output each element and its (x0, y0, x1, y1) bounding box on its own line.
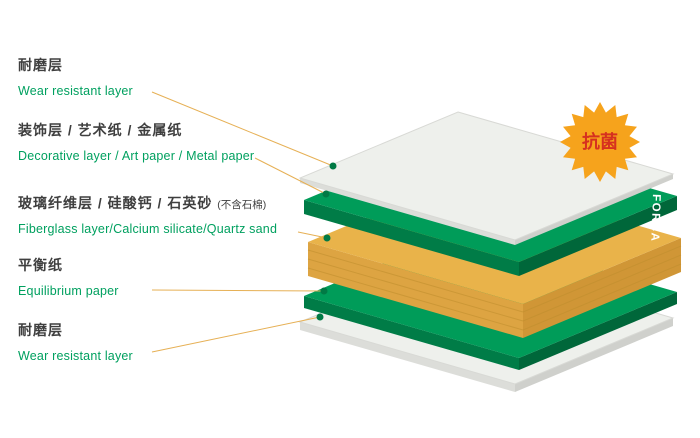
right-face (519, 292, 677, 370)
left-face (304, 200, 519, 276)
layer-dot-wear-resistant-top (329, 162, 337, 170)
lamination-line (307, 267, 524, 331)
leader-line-wear-resistant-bottom (151, 316, 321, 353)
lamination-line (522, 245, 682, 313)
right-face (515, 174, 673, 245)
label-block-wear-resistant-top: 耐磨层 Wear resistant layer (18, 55, 133, 98)
label-cn-text: 玻璃纤维层 / 硅酸钙 / 石英砂 (不含石棉) (18, 193, 277, 213)
leader-line-equilibrium (151, 289, 325, 292)
right-face (515, 318, 673, 392)
label-cn-text: 装饰层 / 艺术纸 / 金属纸 (18, 122, 183, 138)
lamination-line (522, 254, 682, 322)
label-cn-text: 耐磨层 (18, 57, 63, 73)
label-cn-main: 玻璃纤维层 / 硅酸钙 / 石英砂 (18, 195, 213, 211)
leader-line-decorative (254, 157, 327, 195)
label-cn-text: 耐磨层 (18, 322, 63, 338)
left-face (300, 178, 515, 245)
label-en-text: Wear resistant layer (18, 84, 133, 98)
label-cn-text: 平衡纸 (18, 257, 63, 273)
layer-dot-decorative (322, 190, 330, 198)
right-face (519, 196, 677, 276)
label-en-text: Fiberglass layer/Calcium silicate/Quartz… (18, 222, 278, 236)
leader-line-wear-resistant-top (151, 91, 334, 167)
layer-dot-fiberglass-core (323, 234, 331, 242)
label-en-text: Decorative layer / Art paper / Metal pap… (18, 149, 255, 163)
starburst-shape (560, 102, 640, 182)
lamination-line (307, 258, 524, 322)
leader-line-fiberglass-core (297, 231, 328, 239)
lamination-line (307, 249, 524, 313)
label-block-fiberglass-core: 玻璃纤维层 / 硅酸钙 / 石英砂 (不含石棉) Fiberglass laye… (18, 193, 277, 236)
left-face (300, 322, 515, 392)
label-block-decorative: 装饰层 / 艺术纸 / 金属纸 Decorative layer / Art p… (18, 120, 254, 163)
lamination-line (522, 263, 682, 331)
brand-logo-text: FORCA (648, 194, 662, 243)
layer-wear-resistant-top (298, 111, 675, 245)
label-en-text: Wear resistant layer (18, 349, 133, 363)
label-cn-note: (不含石棉) (217, 199, 267, 211)
label-block-equilibrium: 平衡纸 Equilibrium paper (18, 255, 119, 298)
antibacterial-badge: 抗菌 (560, 102, 640, 182)
layer-dot-wear-resistant-bottom (316, 313, 324, 321)
label-block-wear-resistant-bottom: 耐磨层 Wear resistant layer (18, 320, 133, 363)
badge-text: 抗菌 (582, 131, 618, 152)
label-en-text: Equilibrium paper (18, 284, 119, 298)
layer-dot-equilibrium (320, 287, 328, 295)
left-face (304, 296, 519, 370)
